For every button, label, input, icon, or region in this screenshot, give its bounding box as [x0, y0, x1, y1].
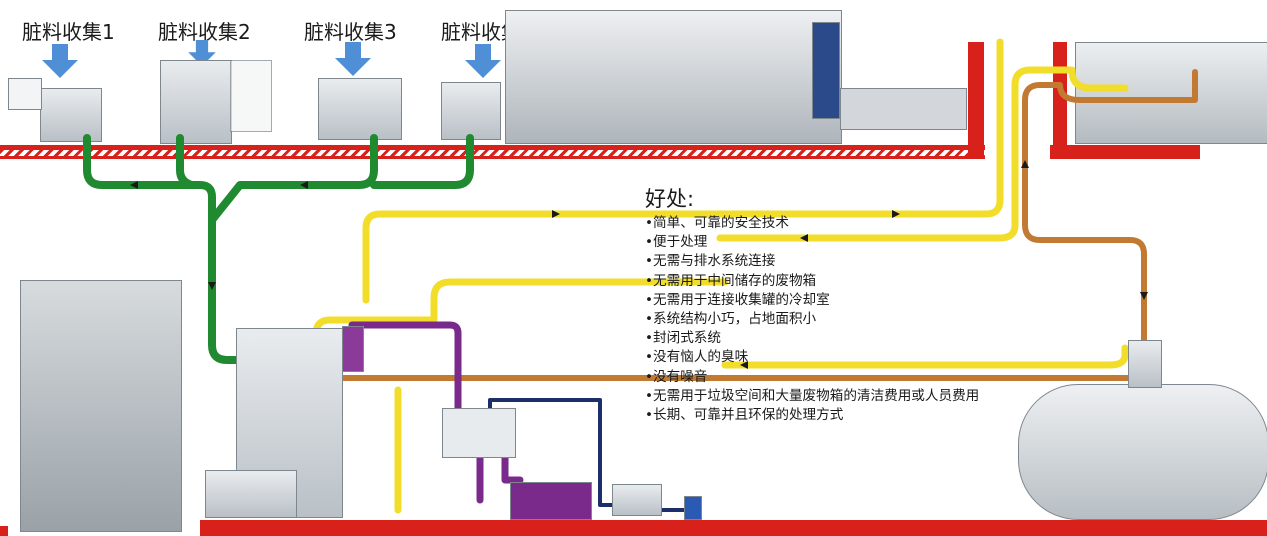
- down-arrow-icon: [335, 42, 371, 76]
- benefit-item: 无需用于连接收集罐的冷却室: [645, 291, 979, 310]
- dishwasher-machine: [505, 10, 842, 144]
- separator-vessel: [342, 326, 364, 372]
- crusher-machine-image: [20, 280, 182, 532]
- collection-pipe: [83, 134, 474, 364]
- benefit-item: 无需用于垃圾空间和大量废物箱的清洁费用或人员费用: [645, 387, 979, 406]
- benefits-list: 简单、可靠的安全技术 便于处理 无需与排水系统连接 无需用于中间储存的废物箱 无…: [645, 214, 979, 425]
- compressor: [612, 484, 662, 516]
- upper-floor-hatch: [0, 150, 985, 156]
- down-arrow-icon: [188, 40, 216, 66]
- control-box: [442, 408, 516, 458]
- benefits-title: 好处:: [645, 187, 695, 211]
- collection-label-3: 脏料收集3: [304, 20, 397, 44]
- benefit-item: 无需与排水系统连接: [645, 252, 979, 271]
- collection-unit-3: [318, 78, 402, 140]
- collection-unit-1: [40, 88, 102, 142]
- down-arrow-icon: [465, 44, 501, 78]
- vacuum-station-base: [205, 470, 297, 518]
- benefit-item: 封闭式系统: [645, 329, 979, 348]
- purple-pipe: [348, 321, 524, 504]
- upper-floor-right: [1050, 145, 1200, 159]
- benefit-item: 便于处理: [645, 233, 979, 252]
- water-unit: [684, 496, 702, 520]
- benefit-item: 无需用于中间储存的废物箱: [645, 272, 979, 291]
- benefit-item: 系统结构小巧，占地面积小: [645, 310, 979, 329]
- dishwasher-control-panel: [812, 22, 840, 119]
- lower-floor: [200, 520, 1267, 536]
- conveyor: [840, 88, 967, 130]
- wall-left: [968, 42, 984, 157]
- storage-tank: [1018, 384, 1267, 520]
- tank-top: [1075, 42, 1267, 144]
- collection-frame-1: [8, 78, 42, 110]
- benefit-item: 没有噪音: [645, 368, 979, 387]
- benefit-item: 没有恼人的臭味: [645, 348, 979, 367]
- collection-frame-2: [230, 60, 272, 132]
- collection-unit-2: [160, 60, 232, 144]
- collection-unit-4: [441, 82, 501, 140]
- collection-label-1: 脏料收集1: [22, 20, 115, 44]
- corner-floor-mark: [0, 526, 8, 536]
- tank-inlet: [1128, 340, 1162, 388]
- benefit-item: 简单、可靠的安全技术: [645, 214, 979, 233]
- benefits-panel: 好处: 简单、可靠的安全技术 便于处理 无需与排水系统连接 无需用于中间储存的废…: [645, 186, 979, 425]
- benefit-item: 长期、可靠并且环保的处理方式: [645, 406, 979, 425]
- vacuum-pump: [510, 482, 592, 520]
- down-arrow-icon: [42, 44, 78, 78]
